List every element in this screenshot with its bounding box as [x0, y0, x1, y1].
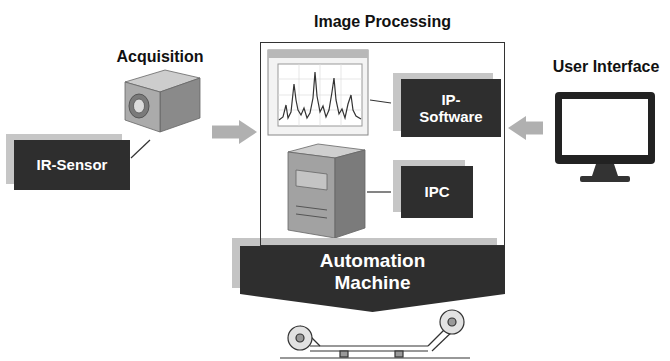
chart-screenshot — [268, 50, 368, 135]
heading: Image Processing — [261, 13, 504, 31]
pc-tower — [288, 144, 365, 238]
acquisition-group: Acquisition — [110, 48, 210, 138]
conveyor-illustration — [280, 310, 470, 358]
automation-band: Automation Machine — [240, 246, 505, 312]
monitor-icon — [555, 92, 655, 182]
heading: User Interface — [545, 58, 667, 76]
processing-frame: Image ProcessingIP-SoftwareIPC — [260, 42, 505, 246]
leader-line — [370, 100, 391, 103]
flow-arrow — [212, 126, 239, 139]
box-label: IP-Software — [411, 91, 491, 126]
label-box: IR-Sensor — [14, 140, 130, 190]
leader-line — [131, 140, 150, 158]
camera-icon — [125, 70, 200, 132]
box-label: IPC — [424, 183, 449, 200]
label-box: IPC — [401, 166, 473, 218]
leader-line — [367, 191, 391, 192]
flow-arrow — [526, 122, 543, 135]
label-box: IP-Software — [401, 79, 501, 137]
box-label: Automation Machine — [293, 250, 453, 294]
box-label: IR-Sensor — [37, 156, 108, 173]
user-interface-group: User Interface — [545, 58, 667, 184]
heading: Acquisition — [110, 48, 210, 66]
